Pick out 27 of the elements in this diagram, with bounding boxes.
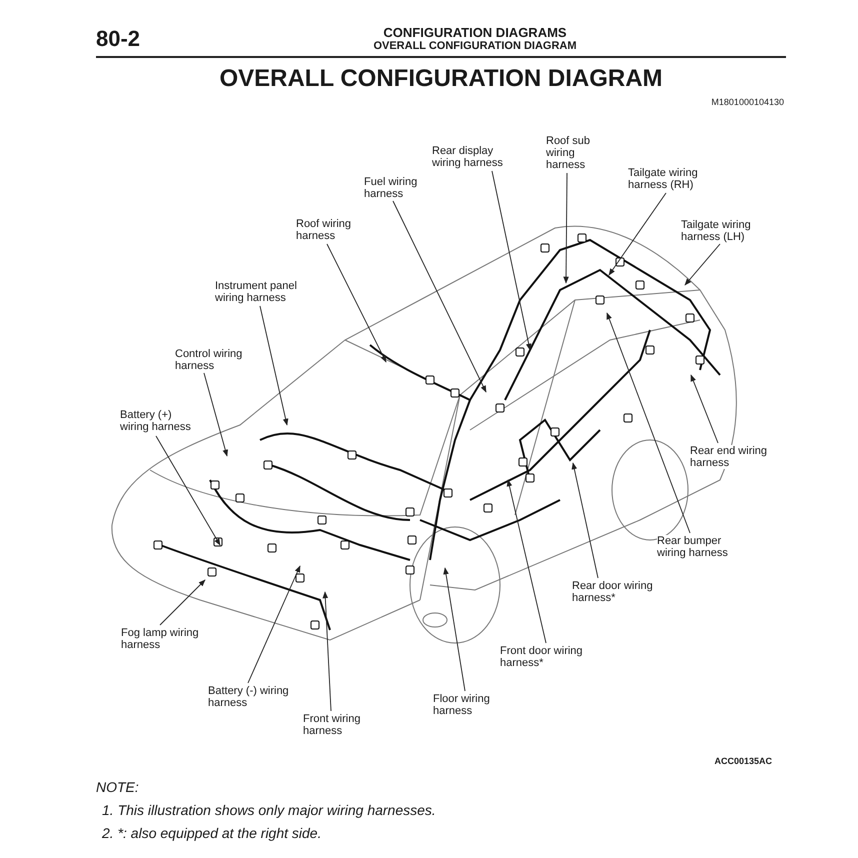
leader-line	[322, 591, 332, 712]
leader-line	[260, 306, 288, 426]
leader-line	[248, 565, 300, 684]
leader-line	[684, 244, 720, 286]
leader-line	[690, 374, 718, 444]
section-subheading: OVERALL CONFIGURATION DIAGRAM	[372, 41, 578, 52]
section-heading: CONFIGURATION DIAGRAMS	[382, 26, 568, 39]
page-title: OVERALL CONFIGURATION DIAGRAM	[218, 64, 664, 94]
leader-line	[443, 567, 466, 692]
leader-line	[572, 462, 598, 578]
note-heading: NOTE:	[96, 780, 139, 794]
figure-code: ACC00135AC	[714, 757, 772, 766]
leader-line	[506, 479, 546, 644]
leader-line	[563, 172, 569, 284]
leader-line	[606, 312, 690, 534]
figure-code: M1801000104130	[711, 98, 784, 107]
page-number: 80-2	[96, 28, 140, 50]
callout-label: Battery (-) wiring harness	[208, 685, 290, 709]
leader-line	[392, 200, 486, 393]
note-text: 2. *: also equipped at the right side.	[102, 826, 322, 840]
leader-line	[492, 170, 532, 351]
note-text: 1. This illustration shows only major wiring harnesses.	[102, 803, 436, 817]
leader-line	[156, 436, 220, 546]
leader-line	[608, 192, 666, 276]
leader-line	[326, 244, 386, 363]
leader-line	[160, 580, 206, 626]
leader-line	[204, 372, 228, 457]
